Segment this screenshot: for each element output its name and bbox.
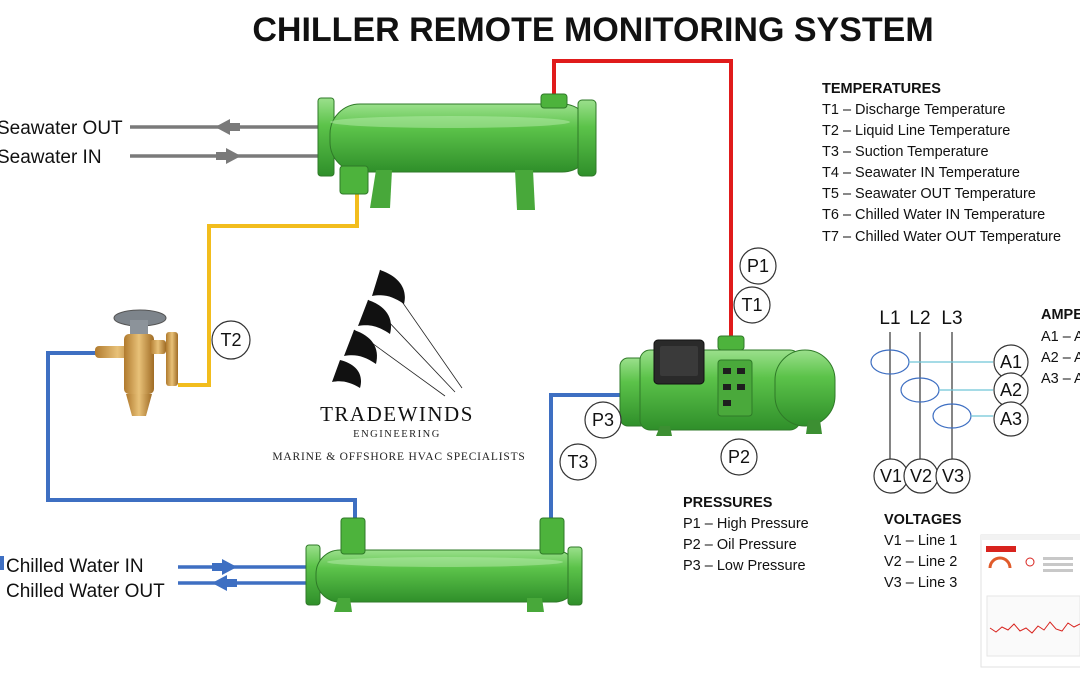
amperes-legend: AMPE A1 – A A2 – A A3 – A	[1041, 307, 1080, 387]
sensor-v2: V2	[903, 458, 939, 494]
svg-text:T1: T1	[741, 295, 762, 315]
pressure-item: P1 – High Pressure	[683, 516, 809, 532]
svg-text:T2: T2	[220, 330, 241, 350]
pressure-item: P3 – Low Pressure	[683, 558, 806, 574]
pressures-legend: PRESSURES P1 – High Pressure P2 – Oil Pr…	[683, 495, 809, 574]
seawater-in-pipe	[130, 148, 318, 164]
temperature-item: T2 – Liquid Line Temperature	[822, 123, 1010, 139]
svg-text:T3: T3	[567, 452, 588, 472]
condenser	[317, 93, 597, 210]
svg-text:P1: P1	[747, 256, 769, 276]
discharge-line	[552, 59, 733, 342]
logo-tagline: MARINE & OFFSHORE HVAC SPECIALISTS	[272, 451, 525, 463]
pressures-heading: PRESSURES	[683, 495, 773, 511]
svg-text:A3: A3	[1000, 409, 1022, 429]
phase-line-label: L1	[879, 308, 900, 329]
chilled-water-in-pipe	[0, 556, 310, 575]
chilled-water-out-pipe	[178, 575, 310, 591]
chilled-water-out-label: Chilled Water OUT	[6, 581, 165, 602]
sail-logo-icon	[332, 269, 463, 397]
voltages-legend: VOLTAGES V1 – Line 1 V2 – Line 2 V3 – Li…	[884, 512, 962, 591]
temperature-item: T3 – Suction Temperature	[822, 144, 989, 160]
svg-text:A2: A2	[1000, 380, 1022, 400]
electrical-lines: L1 L2 L3	[870, 308, 993, 460]
compressor	[619, 335, 836, 436]
sensor-p2: P2	[720, 438, 758, 476]
ampere-item: A2 – A	[1041, 350, 1080, 366]
amperes-heading: AMPE	[1041, 307, 1080, 323]
svg-text:A1: A1	[1000, 352, 1022, 372]
sensor-v3: V3	[935, 458, 971, 494]
evaporator-feed-line	[46, 351, 357, 520]
sensor-a2: A2	[993, 372, 1029, 408]
voltages-heading: VOLTAGES	[884, 512, 962, 528]
tradewinds-logo: TRADEWINDS ENGINEERING MARINE & OFFSHORE…	[272, 269, 525, 463]
temperatures-legend: TEMPERATURES T1 – Discharge Temperature …	[822, 81, 1061, 245]
svg-text:P3: P3	[592, 410, 614, 430]
sensor-a1: A1	[993, 344, 1029, 380]
logo-name: TRADEWINDS	[320, 402, 474, 426]
liquid-line	[178, 190, 359, 387]
temperature-item: T1 – Discharge Temperature	[822, 102, 1006, 118]
temperature-item: T4 – Seawater IN Temperature	[822, 165, 1020, 181]
suction-line	[549, 393, 626, 520]
seawater-out-label: Seawater OUT	[0, 118, 123, 139]
page-title: CHILLER REMOTE MONITORING SYSTEM	[252, 11, 933, 49]
svg-text:P2: P2	[728, 447, 750, 467]
logo-sub: ENGINEERING	[353, 429, 441, 440]
voltage-item: V1 – Line 1	[884, 533, 957, 549]
sensor-p3: P3	[584, 401, 622, 439]
seawater-out-pipe	[130, 119, 318, 135]
ampere-item: A1 – A	[1041, 329, 1080, 345]
sensor-a3: A3	[993, 401, 1029, 437]
phase-line-label: L2	[909, 308, 930, 329]
svg-text:V1: V1	[880, 466, 902, 486]
svg-text:V2: V2	[910, 466, 932, 486]
chilled-water-in-label: Chilled Water IN	[6, 556, 144, 577]
ampere-item: A3 – A	[1041, 371, 1080, 387]
temperature-item: T6 – Chilled Water IN Temperature	[822, 207, 1045, 223]
monitoring-dashboard-thumbnail-icon	[980, 534, 1080, 668]
expansion-valve	[95, 309, 178, 416]
phase-line-label: L3	[941, 308, 962, 329]
temperature-item: T7 – Chilled Water OUT Temperature	[822, 229, 1061, 245]
seawater-in-label: Seawater IN	[0, 147, 102, 168]
sensor-p1: P1	[739, 247, 777, 285]
pressure-item: P2 – Oil Pressure	[683, 537, 797, 553]
sensor-t2: T2	[211, 320, 251, 360]
voltage-item: V2 – Line 2	[884, 554, 957, 570]
sensor-t1: T1	[733, 286, 771, 324]
temperature-item: T5 – Seawater OUT Temperature	[822, 186, 1036, 202]
voltage-item: V3 – Line 3	[884, 575, 957, 591]
evaporator	[305, 517, 583, 612]
sensor-t3: T3	[559, 443, 597, 481]
svg-text:V3: V3	[942, 466, 964, 486]
sensor-v1: V1	[873, 458, 909, 494]
temperatures-heading: TEMPERATURES	[822, 81, 941, 97]
